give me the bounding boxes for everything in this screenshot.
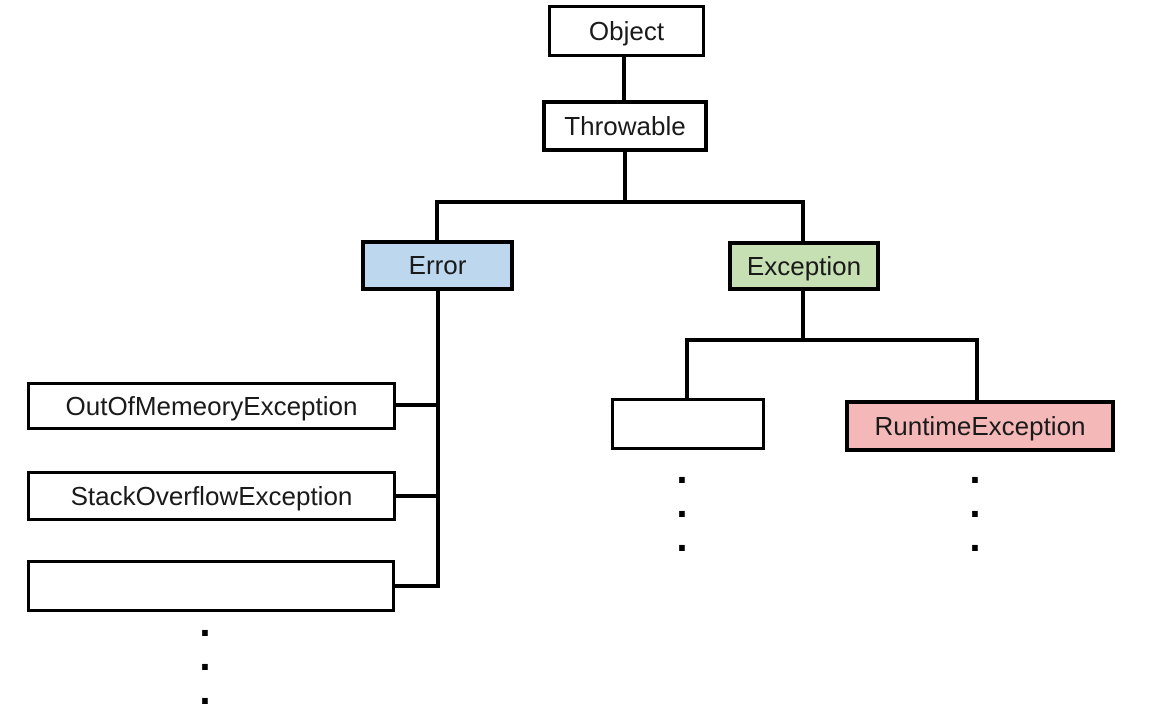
node-outofmemeoryexception: OutOfMemeoryException [27,382,396,430]
edge-error-descender [436,291,440,588]
node-runtimeexception: RuntimeException [845,400,1115,452]
node-exception-blank-child [611,398,765,450]
edge-throwable-branch-bar [435,200,805,204]
edge-error-to-outofmemeory [394,403,438,407]
ellipsis-dot: . [675,487,689,525]
edge-exception-stem [801,291,805,340]
node-throwable-label: Throwable [564,110,686,141]
edge-object-throwable [622,57,626,100]
ellipsis-runtime-children: . . . [965,455,985,557]
node-exception: Exception [728,241,880,291]
ellipsis-dot: . [198,606,212,644]
ellipsis-exception-blank-children: . . . [672,455,692,557]
ellipsis-dot: . [675,521,689,559]
ellipsis-dot: . [675,453,689,491]
node-error-label: Error [408,250,467,280]
ellipsis-dot: . [968,521,982,559]
node-object-label: Object [588,15,665,46]
edge-error-to-stackoverflow [394,494,438,498]
node-error: Error [361,240,514,291]
edge-branch-to-error [435,200,439,240]
node-exception-label: Exception [746,250,862,281]
node-stackoverflowexception: StackOverflowException [27,471,396,521]
edge-error-to-blank [394,584,438,588]
ellipsis-dot: . [198,674,212,712]
edge-branch-to-blank [685,338,689,398]
node-object: Object [548,5,705,57]
ellipsis-dot: . [968,453,982,491]
node-stackoverflowexception-label: StackOverflowException [70,480,353,511]
node-outofmemeoryexception-label: OutOfMemeoryException [65,390,358,421]
node-error-blank-child [27,560,395,612]
ellipsis-error-children: . . . [195,608,215,710]
ellipsis-dot: . [968,487,982,525]
ellipsis-dot: . [198,640,212,678]
edge-throwable-stem [623,152,627,202]
edge-branch-to-exception [801,200,805,241]
edge-exception-branch-bar [685,338,979,342]
node-throwable: Throwable [542,100,708,152]
edge-branch-to-runtime [975,338,979,400]
node-runtimeexception-label: RuntimeException [874,410,1086,441]
